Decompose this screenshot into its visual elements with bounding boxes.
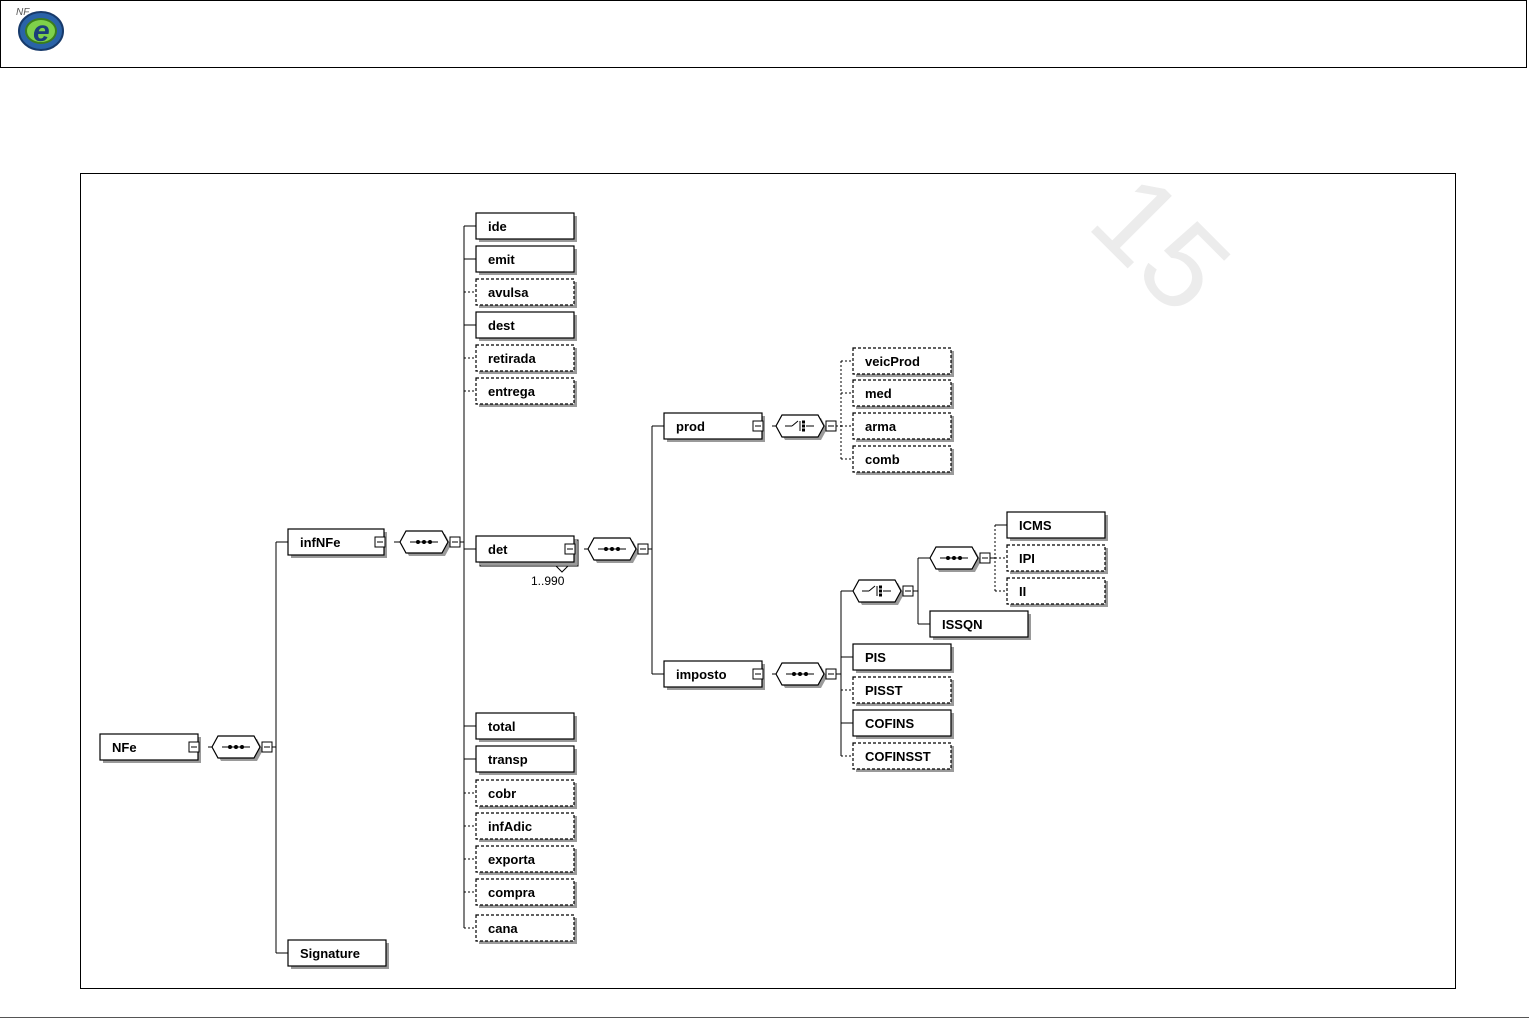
- schema-diagram-frame: [80, 173, 1456, 989]
- schema-node-avulsa[interactable]: avulsa: [475, 278, 577, 308]
- schema-node-ii[interactable]: II: [1006, 577, 1108, 607]
- schema-node-arma[interactable]: arma: [852, 412, 954, 442]
- schema-node-label: COFINS: [865, 716, 914, 731]
- schema-node-label: dest: [488, 318, 515, 333]
- schema-node-label: NFe: [112, 740, 137, 755]
- schema-node-cofinsst[interactable]: COFINSST: [852, 742, 954, 772]
- choice-compositor-icon: [775, 414, 837, 440]
- schema-node-infnfe[interactable]: infNFe: [287, 528, 387, 558]
- schema-node-label: ide: [488, 219, 507, 234]
- schema-node-compra[interactable]: compra: [475, 878, 577, 908]
- schema-node-cana[interactable]: cana: [475, 914, 577, 944]
- schema-node-icms[interactable]: ICMS: [1006, 511, 1108, 541]
- schema-node-label: med: [865, 386, 892, 401]
- collapse-toggle-icon[interactable]: [188, 741, 200, 753]
- schema-node-label: IPI: [1019, 551, 1035, 566]
- schema-node-label: ICMS: [1019, 518, 1052, 533]
- sequence-compositor-icon: [929, 546, 991, 572]
- sequence-compositor-icon: [399, 530, 461, 556]
- schema-node-imposto[interactable]: imposto: [663, 660, 765, 690]
- schema-node-dest[interactable]: dest: [475, 311, 577, 341]
- page-header: e NF: [0, 0, 1527, 68]
- schema-node-label: PIS: [865, 650, 886, 665]
- schema-node-pis[interactable]: PIS: [852, 643, 954, 673]
- schema-node-label: COFINSST: [865, 749, 931, 764]
- collapse-toggle-icon[interactable]: [564, 543, 576, 555]
- schema-node-label: cobr: [488, 786, 516, 801]
- schema-node-label: II: [1019, 584, 1026, 599]
- schema-node-infadic[interactable]: infAdic: [475, 812, 577, 842]
- schema-node-label: det: [488, 542, 508, 557]
- schema-node-label: transp: [488, 752, 528, 767]
- schema-node-comb[interactable]: comb: [852, 445, 954, 475]
- schema-node-label: retirada: [488, 351, 536, 366]
- svg-text:NF: NF: [16, 7, 30, 18]
- bottom-rule: [0, 1017, 1529, 1018]
- watermark-text: 15: [1066, 149, 1255, 338]
- schema-node-label: entrega: [488, 384, 536, 399]
- schema-node-label: cana: [488, 921, 518, 936]
- schema-node-label: compra: [488, 885, 536, 900]
- svg-text:e: e: [33, 15, 50, 48]
- schema-node-veicprod[interactable]: veicProd: [852, 347, 954, 377]
- schema-node-transp[interactable]: transp: [475, 745, 577, 775]
- schema-node-emit[interactable]: emit: [475, 245, 577, 275]
- collapse-toggle-icon[interactable]: [752, 668, 764, 680]
- schema-node-label: infNFe: [300, 535, 340, 550]
- schema-node-label: Signature: [300, 946, 360, 961]
- schema-node-issqn[interactable]: ISSQN: [929, 610, 1031, 640]
- schema-node-ide[interactable]: ide: [475, 212, 577, 242]
- schema-node-label: veicProd: [865, 354, 920, 369]
- schema-node-nfe[interactable]: NFe: [99, 733, 201, 763]
- schema-node-med[interactable]: med: [852, 379, 954, 409]
- schema-node-label: comb: [865, 452, 900, 467]
- choice-compositor-icon: [852, 579, 914, 605]
- det-occurrence-label: 1..990: [531, 574, 565, 588]
- sequence-compositor-icon: [587, 537, 649, 563]
- schema-node-entrega[interactable]: entrega: [475, 377, 577, 407]
- schema-node-label: avulsa: [488, 285, 529, 300]
- sequence-compositor-icon: [211, 735, 273, 761]
- schema-node-ipi[interactable]: IPI: [1006, 544, 1108, 574]
- schema-node-prod[interactable]: prod: [663, 412, 765, 442]
- schema-node-label: PISST: [865, 683, 903, 698]
- schema-node-label: arma: [865, 419, 897, 434]
- schema-node-signature[interactable]: Signature: [287, 939, 389, 969]
- collapse-toggle-icon[interactable]: [374, 536, 386, 548]
- sequence-compositor-icon: [775, 662, 837, 688]
- schema-node-cobr[interactable]: cobr: [475, 779, 577, 809]
- schema-node-label: total: [488, 719, 515, 734]
- schema-node-label: infAdic: [488, 819, 532, 834]
- nfe-logo-icon: e NF: [16, 7, 64, 51]
- schema-node-label: emit: [488, 252, 515, 267]
- schema-node-det[interactable]: det: [475, 535, 579, 567]
- schema-node-label: imposto: [676, 667, 727, 682]
- schema-node-exporta[interactable]: exporta: [475, 845, 577, 875]
- schema-node-pisst[interactable]: PISST: [852, 676, 954, 706]
- schema-node-label: prod: [676, 419, 705, 434]
- schema-node-cofins[interactable]: COFINS: [852, 709, 954, 739]
- schema-node-label: ISSQN: [942, 617, 982, 632]
- collapse-toggle-icon[interactable]: [752, 420, 764, 432]
- schema-node-total[interactable]: total: [475, 712, 577, 742]
- schema-node-label: exporta: [488, 852, 536, 867]
- schema-node-retirada[interactable]: retirada: [475, 344, 577, 374]
